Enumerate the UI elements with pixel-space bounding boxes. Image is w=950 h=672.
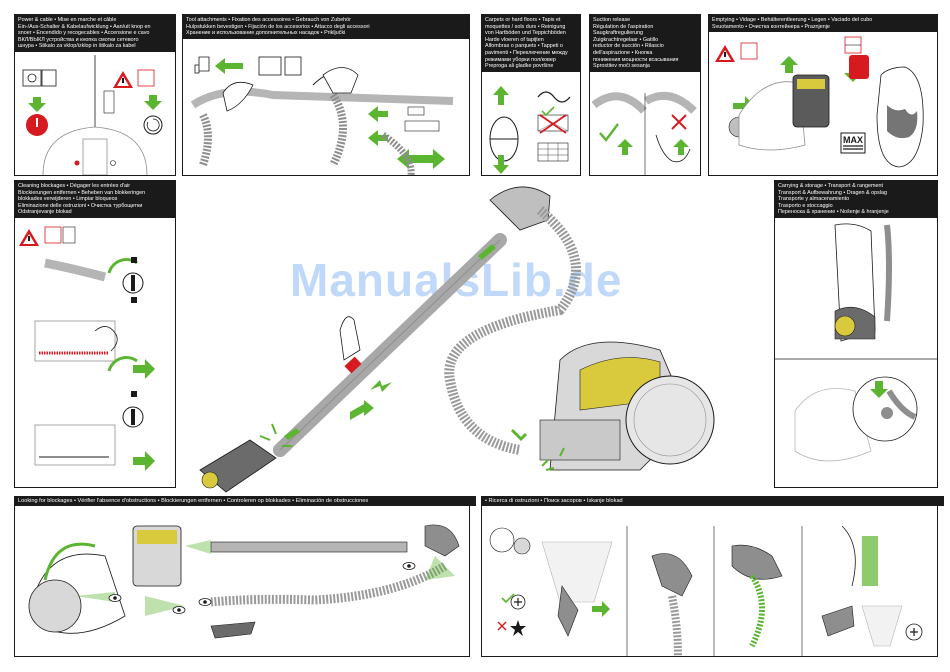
panel-emptying: Emptying • Vidage • Behälterentleerung •… xyxy=(708,14,938,176)
panel-looking-blockages-title: Looking for blockages • Vérifier l'absen… xyxy=(14,496,476,506)
panel-carrying-storage: Carrying & storage • Transport & rangeme… xyxy=(774,180,938,488)
suction-release-switch xyxy=(344,356,362,374)
check-icon xyxy=(541,106,555,117)
panel-ricerca-title: • Ricerca di ostruzioni • Поиск засоров … xyxy=(481,496,944,506)
cleaning-illustration xyxy=(19,226,155,471)
ricerca-illustration xyxy=(489,525,923,656)
panel-looking-blockages xyxy=(14,506,470,657)
carpets-illustration xyxy=(489,86,571,174)
brush-icon xyxy=(537,91,571,103)
floor-tool xyxy=(199,439,277,493)
left-arrow-icon xyxy=(215,58,243,74)
panel-suction-title: Suction release Régulation de l'aspirati… xyxy=(590,15,700,72)
emptying-illustration: MAX xyxy=(715,36,924,168)
panel-tool-attachments: Tool attachments • Fixation des accessoi… xyxy=(182,14,470,176)
hand-icon xyxy=(655,134,691,163)
rear-wheel xyxy=(625,375,715,465)
hand-icon xyxy=(339,316,361,361)
max-line-label: MAX xyxy=(843,135,863,145)
panel-emptying-title: Emptying • Vidage • Behälterentleerung •… xyxy=(709,15,937,33)
carrying-illustration xyxy=(775,223,937,462)
bin-icon xyxy=(849,55,869,79)
padlock-icon xyxy=(131,257,137,263)
up-arrow-icon xyxy=(493,86,509,105)
wand-tube xyxy=(210,541,408,553)
hose-tube xyxy=(210,562,448,607)
click-mark-icon xyxy=(478,244,496,260)
plug-icon xyxy=(22,69,42,87)
down-arrow-icon xyxy=(28,97,46,112)
panel-tool-attachments-title: Tool attachments • Fixation des accessoi… xyxy=(183,15,469,39)
panel-carpets-title: Carpets or hard floors • Tapis et moquet… xyxy=(482,15,580,72)
tool-attachments-illustration xyxy=(190,56,454,175)
looking-blockages-illustration xyxy=(28,524,460,639)
panel-cleaning-blockages: Cleaning blockages • Dégager les entrées… xyxy=(14,180,176,488)
cross-icon xyxy=(539,114,567,134)
panel-carpets-hard-floors: Carpets or hard floors • Tapis et moquet… xyxy=(481,14,581,176)
panel-power-cable: Power & cable • Mise en marche et câble … xyxy=(14,14,176,176)
suction-illustration xyxy=(591,91,697,175)
power-cable-illustration xyxy=(22,55,163,175)
panel-carrying-title: Carrying & storage • Transport & rangeme… xyxy=(775,181,937,218)
panel-suction-release: Suction release Régulation de l'aspirati… xyxy=(589,14,701,176)
panel-ricerca-ostruzioni xyxy=(481,506,938,657)
rewind-cable-icon xyxy=(143,115,163,135)
panel-cleaning-title: Cleaning blockages • Dégager les entrées… xyxy=(15,181,175,218)
panel-power-cable-title: Power & cable • Mise en marche et câble … xyxy=(15,15,175,52)
